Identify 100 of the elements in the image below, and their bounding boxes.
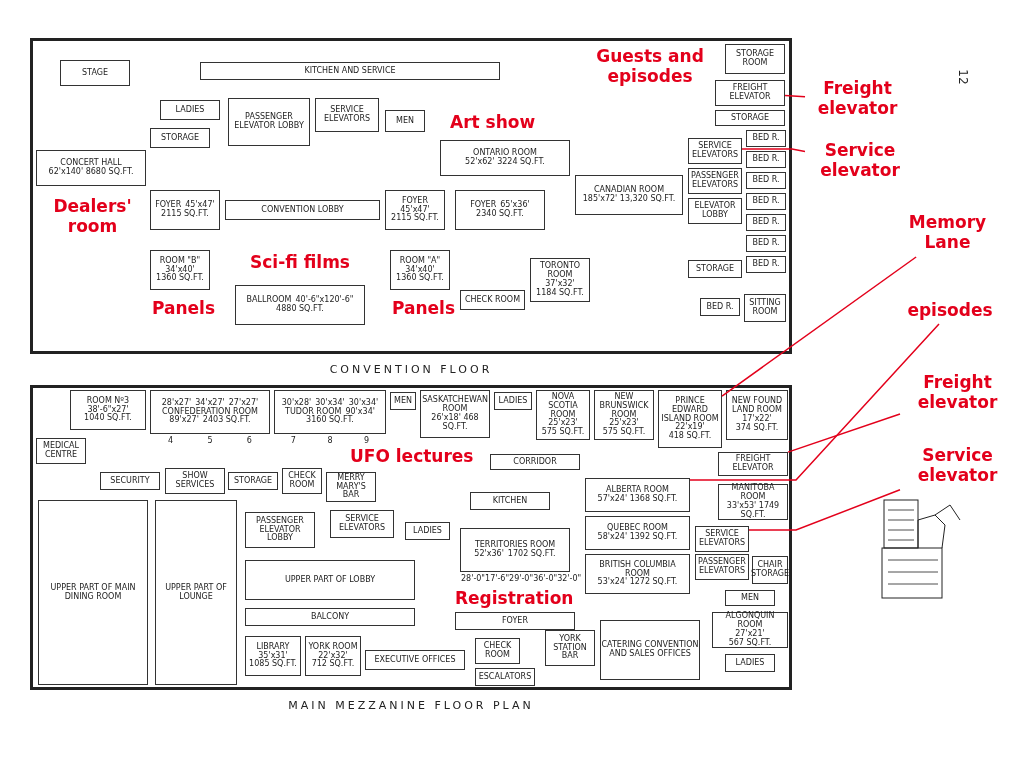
room-label: UPPER PART OF MAIN DINING ROOM	[49, 583, 137, 602]
room-label: FOYER	[470, 201, 497, 210]
room-label: 38'-6"x27'	[87, 405, 129, 414]
room-label: LIBRARY	[256, 642, 290, 651]
room-label: NEW BRUNSWICK ROOM	[598, 393, 650, 419]
room-outline	[305, 636, 361, 676]
room-label: ELEVATOR LOBBY	[693, 202, 737, 220]
room-outline	[718, 452, 788, 476]
room-outline	[228, 98, 310, 146]
room-label: NEW FOUND LAND ROOM	[730, 397, 784, 415]
room-label: STORAGE ROOM	[734, 50, 776, 68]
room-label: 35'x31'	[258, 651, 288, 660]
room-outline	[746, 256, 786, 273]
room-label: CONCERT HALL	[60, 159, 122, 168]
room-label: 2403 SQ.FT.	[202, 416, 251, 426]
room-label: 1360 SQ.FT.	[156, 274, 204, 284]
room-outline	[536, 390, 590, 440]
room-outline	[455, 612, 575, 630]
room-outline	[330, 510, 394, 538]
room-label: 90'x34'	[345, 407, 375, 416]
page-number: 12	[955, 69, 970, 85]
room-label: 58'x24' 1392 SQ.FT.	[597, 533, 678, 542]
room-outline	[155, 500, 237, 685]
room-label: 25'x23'	[548, 419, 578, 428]
room-label: 53'x24' 1272 SQ.FT.	[597, 578, 678, 588]
room-label: CANADIAN ROOM	[593, 186, 665, 195]
room-label: STORAGE	[695, 264, 735, 274]
room-outline	[420, 390, 490, 438]
room-label: STORAGE	[160, 133, 200, 143]
room-note: 32'-0"	[557, 575, 582, 584]
room-label: MEDICAL CENTRE	[42, 442, 80, 460]
room-outline	[385, 190, 445, 230]
room-label: PRINCE EDWARD ISLAND ROOM	[660, 397, 720, 423]
room-label: 1702 SQ.FT.	[507, 550, 556, 559]
room-label: BED R.	[752, 176, 780, 185]
room-label: SERVICE ELEVATORS	[337, 515, 387, 533]
room-label: 185'x72' 13,320 SQ.FT.	[582, 195, 676, 204]
floor-plan-title: CONVENTION FLOOR	[328, 363, 494, 376]
room-label: MANITOBA ROOM	[731, 484, 775, 502]
room-label: 712 SQ.FT.	[311, 660, 355, 670]
room-label: 33'x53' 1749 SQ.FT.	[725, 502, 781, 520]
room-outline	[150, 128, 210, 148]
room-label: BRITISH COLUMBIA ROOM	[599, 560, 676, 578]
room-label: 575 SQ.FT.	[541, 428, 585, 437]
floor-plan-title: MAIN MEZZANINE FLOOR PLAN	[287, 699, 535, 712]
room-outline	[440, 140, 570, 176]
room-outline	[715, 110, 785, 126]
room-label: 1184 SQ.FT.	[536, 288, 584, 298]
room-label: 27'x27'	[228, 398, 259, 407]
room-outline	[36, 150, 146, 186]
room-label: 52'x62' 3224 SQ.FT.	[465, 158, 545, 167]
room-label: UPPER PART OF LOBBY	[284, 575, 376, 585]
room-outline	[365, 650, 465, 670]
room-label: 27'x21'	[735, 630, 765, 638]
room-label: TERRITORIES ROOM	[474, 541, 556, 550]
room-label: 374 SQ.FT.	[735, 423, 779, 433]
room-outline	[594, 390, 654, 440]
room-outline	[688, 260, 742, 278]
room-label: PASSENGER ELEVATORS	[697, 558, 747, 576]
annotation-text: UFO lectures	[350, 446, 474, 466]
room-label: 17'x22'	[742, 415, 772, 423]
annotation-text: Sci-fi films	[250, 252, 350, 272]
room-label: 4880 SQ.FT.	[276, 305, 324, 314]
room-label: SITTING ROOM	[748, 299, 782, 317]
room-label: SECURITY	[110, 476, 150, 486]
annotation-text: Art show	[450, 112, 536, 132]
room-label: 37'x32'	[545, 280, 575, 288]
room-label: 30'x34'	[315, 398, 345, 407]
room-label: ALBERTA ROOM	[606, 486, 669, 495]
room-label: MEN	[396, 116, 414, 126]
room-note: 7	[290, 437, 296, 446]
room-label: FREIGHT ELEVATOR	[728, 84, 772, 102]
room-note: 6	[246, 437, 252, 446]
room-outline	[200, 62, 500, 80]
room-outline	[326, 472, 376, 502]
room-outline	[235, 285, 365, 325]
room-outline	[688, 198, 742, 224]
room-outline	[150, 190, 220, 230]
room-label: 40'-6"x120'-6"	[295, 296, 354, 305]
room-outline	[490, 454, 580, 470]
room-outline	[100, 472, 160, 490]
room-outline	[36, 438, 86, 464]
room-outline	[746, 151, 786, 168]
room-label: 30'x34'	[348, 398, 379, 407]
room-outline	[165, 468, 225, 494]
room-label: SERVICE ELEVATORS	[322, 106, 372, 124]
room-outline	[494, 392, 532, 410]
room-label: SERVICE ELEVATORS	[690, 142, 740, 160]
room-label: YORK ROOM	[308, 642, 358, 651]
room-outline	[150, 250, 210, 290]
annotation-text: Service elevator	[900, 445, 1015, 490]
room-label: PASSENGER ELEVATOR LOBBY	[255, 516, 305, 544]
room-label: 2115 SQ.FT.	[391, 214, 439, 224]
room-label: 57'x24' 1368 SQ.FT.	[597, 495, 678, 504]
room-label: CONFEDERATION ROOM	[162, 407, 258, 416]
room-outline	[746, 235, 786, 252]
room-label: PASSENGER ELEVATOR LOBBY	[233, 113, 305, 131]
room-outline	[715, 80, 785, 106]
room-label: FOYER	[155, 201, 182, 210]
annotation-text: Panels	[392, 298, 456, 318]
